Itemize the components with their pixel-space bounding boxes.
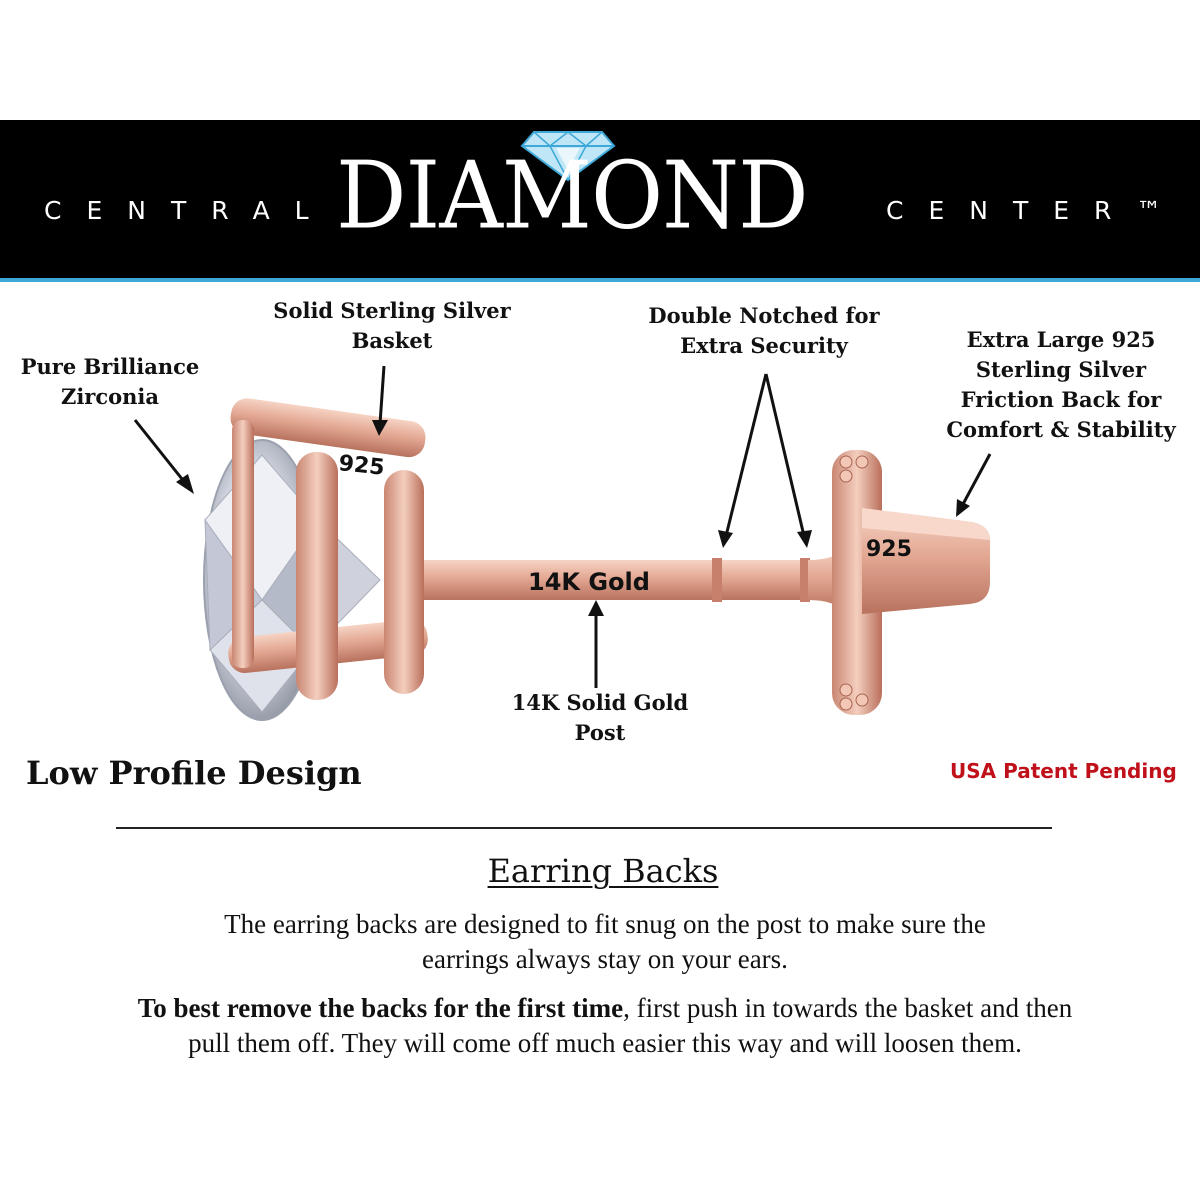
callout-zirconia-line-1: Pure Brilliance — [20, 354, 200, 379]
removal-instructions-line-1: To best remove the backs for the first t… — [40, 991, 1170, 1026]
section-divider — [116, 827, 1052, 829]
callout-basket-line-2: Basket — [351, 328, 433, 353]
backs-description-line-2: earrings always stay on your ears. — [422, 944, 788, 974]
patent-notice: USA Patent Pending — [950, 759, 1177, 783]
removal-emphasis: To best remove the backs for the first t… — [137, 993, 624, 1023]
back-engraving: 925 — [866, 537, 912, 562]
earring-backs-title: Earring Backs — [487, 852, 719, 890]
callout-notched-line-1: Double Notched for — [648, 303, 880, 328]
removal-instructions: To best remove the backs for the first t… — [40, 991, 1170, 1061]
callout-back-line-3: Friction Back for — [960, 387, 1162, 412]
low-profile-heading: Low Profile Design — [26, 754, 362, 792]
callout-basket: Solid Sterling Silver Basket — [262, 296, 522, 356]
callout-notched-line-2: Extra Security — [680, 333, 848, 358]
callout-notched: Double Notched for Extra Security — [634, 301, 894, 361]
callout-back-line-1: Extra Large 925 — [966, 327, 1156, 352]
callout-back-line-4: Comfort & Stability — [946, 417, 1176, 442]
callout-arrows — [133, 365, 992, 688]
gold-post — [424, 548, 842, 612]
brand-word-central: CENTRAL — [44, 196, 334, 225]
callout-zirconia: Pure Brilliance Zirconia — [10, 352, 210, 412]
earring-illustration: 925 14K Gold 925 — [133, 365, 992, 721]
banner-accent-line — [0, 278, 1200, 282]
zirconia-gem — [203, 439, 381, 721]
post-engraving: 14K Gold — [528, 568, 650, 596]
callout-post: 14K Solid Gold Post — [490, 688, 710, 748]
backs-description: The earring backs are designed to fit sn… — [40, 907, 1170, 977]
callout-zirconia-line-2: Zirconia — [60, 384, 160, 409]
callout-friction-back: Extra Large 925 Sterling Silver Friction… — [936, 325, 1186, 445]
basket-engraving: 925 — [337, 451, 385, 481]
brand-word-center: CENTER™ — [886, 196, 1187, 225]
callout-basket-line-1: Solid Sterling Silver — [273, 298, 511, 323]
callout-post-line-2: Post — [574, 720, 626, 745]
diamond-logo-icon — [520, 131, 616, 182]
removal-instructions-rest: , first push in towards the basket and t… — [623, 993, 1073, 1023]
callout-post-line-1: 14K Solid Gold — [511, 690, 689, 715]
brand-word-diamond: DIAMOND — [336, 141, 809, 250]
backs-description-line-1: The earring backs are designed to fit sn… — [224, 909, 986, 939]
sterling-basket — [228, 398, 428, 700]
removal-instructions-line-2: pull them off. They will come off much e… — [188, 1028, 1022, 1058]
callout-back-line-2: Sterling Silver — [975, 357, 1147, 382]
friction-back — [832, 450, 991, 715]
